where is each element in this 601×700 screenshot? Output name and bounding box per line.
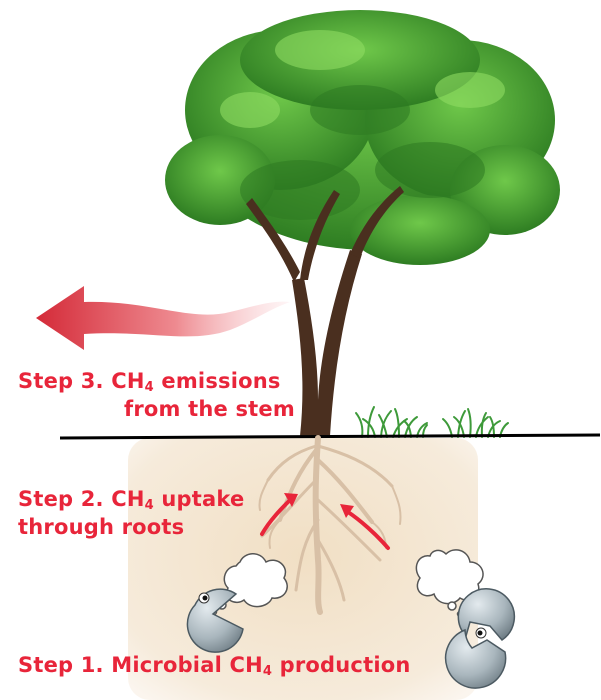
step3-label-line2: from the stem bbox=[124, 396, 295, 423]
step1-subscript: 4 bbox=[263, 664, 272, 679]
step1-label: Step 1. Microbial CH4 production bbox=[18, 652, 411, 679]
step3-suffix: emissions bbox=[154, 369, 281, 393]
step3-line2: from the stem bbox=[124, 397, 295, 421]
step2-prefix: Step 2. CH bbox=[18, 487, 145, 511]
step1-prefix: Step 1. Microbial CH bbox=[18, 653, 263, 677]
step3-prefix: Step 3. CH bbox=[18, 369, 145, 393]
step2-label: Step 2. CH4 uptake bbox=[18, 486, 244, 513]
ground-line bbox=[60, 435, 600, 438]
step2-label-line2: through roots bbox=[18, 514, 184, 541]
step2-line2: through roots bbox=[18, 515, 184, 539]
step3-subscript: 4 bbox=[145, 380, 154, 395]
step3-label: Step 3. CH4 emissions bbox=[18, 368, 281, 395]
step2-suffix: uptake bbox=[154, 487, 245, 511]
step2-subscript: 4 bbox=[145, 498, 154, 513]
grass-icon bbox=[356, 407, 508, 437]
step1-suffix: production bbox=[272, 653, 410, 677]
emission-arrow-icon bbox=[36, 286, 290, 350]
